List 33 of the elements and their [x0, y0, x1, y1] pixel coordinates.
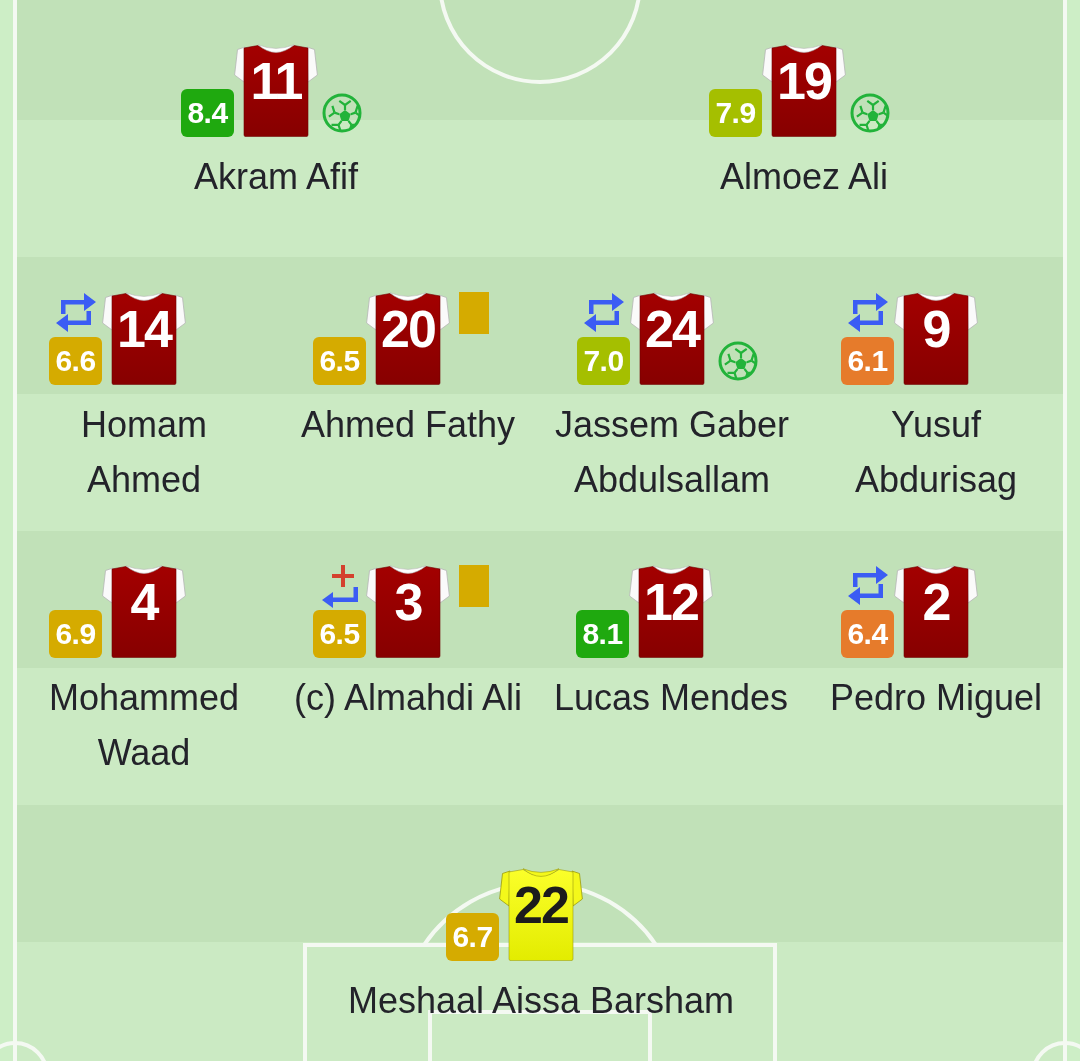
rating-badge: 8.4 [181, 89, 234, 137]
jersey-number: 11 [250, 55, 302, 107]
jersey-number: 2 [922, 576, 950, 628]
player-name: Akram Afif [194, 155, 358, 199]
player-name: Ahmed Fathy [300, 403, 516, 447]
player-name: Yusuf Abdurisag [853, 403, 1019, 502]
player-name: Lucas Mendes [553, 676, 789, 720]
rating-badge: 6.7 [446, 913, 499, 961]
jersey-number: 4 [130, 576, 158, 628]
rating-badge: 6.1 [841, 337, 894, 385]
rating-badge: 6.5 [313, 610, 366, 658]
jersey-number: 22 [514, 879, 568, 931]
jersey-number: 24 [645, 303, 699, 355]
player-name: Pedro Miguel [829, 676, 1043, 720]
jersey-number: 14 [117, 303, 171, 355]
rating-badge: 6.9 [49, 610, 102, 658]
player-name: Meshaal Aissa Barsham [347, 979, 735, 1023]
jersey-number: 3 [394, 576, 422, 628]
player-name: Mohammed Waad [47, 676, 241, 775]
player-name: Almoez Ali [719, 155, 889, 199]
rating-badge: 6.4 [841, 610, 894, 658]
rating-badge: 8.1 [576, 610, 629, 658]
rating-badge: 6.5 [313, 337, 366, 385]
rating-badge: 7.9 [709, 89, 762, 137]
jersey-number: 20 [381, 303, 435, 355]
rating-badge: 7.0 [577, 337, 630, 385]
jersey-number: 9 [922, 303, 950, 355]
jersey-number: 19 [777, 55, 831, 107]
rating-badge: 6.6 [49, 337, 102, 385]
player-name: Jassem Gaber Abdulsallam [553, 403, 791, 502]
player-name: Homam Ahmed [80, 403, 208, 502]
jersey-number: 12 [644, 576, 698, 628]
player-name: (c) Almahdi Ali [293, 676, 523, 720]
